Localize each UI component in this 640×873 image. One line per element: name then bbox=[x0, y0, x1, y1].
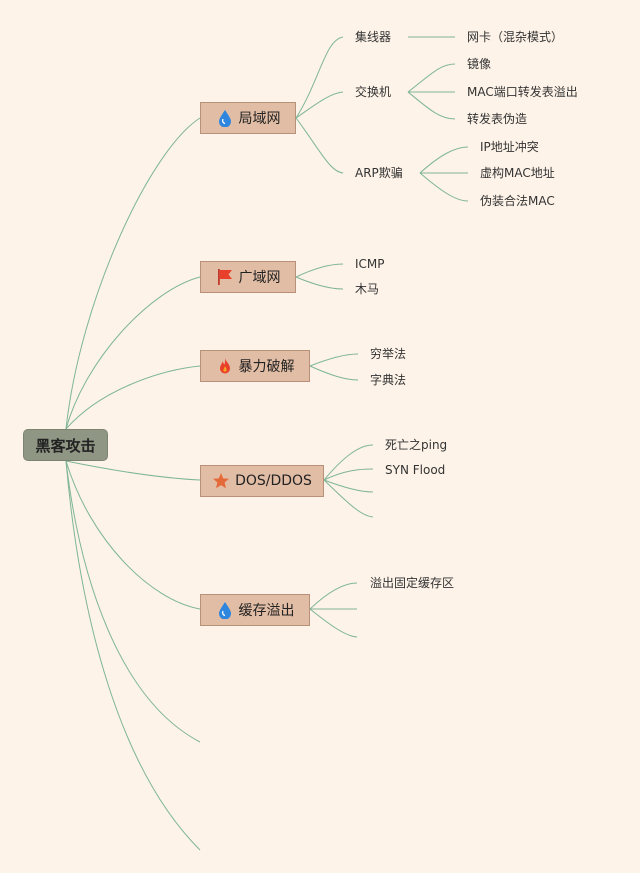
water-drop-icon bbox=[218, 110, 231, 127]
root-node[interactable]: 黑客攻击 bbox=[23, 429, 108, 461]
connector-lan-hub bbox=[295, 36, 344, 119]
connector-brute-dictionary bbox=[309, 365, 359, 381]
connector-dos-empty-2 bbox=[323, 479, 374, 518]
red-flag-icon bbox=[217, 269, 232, 285]
connector-switch-forge bbox=[407, 91, 456, 120]
connector-dos-syn bbox=[323, 468, 374, 481]
connector-root-wan bbox=[65, 276, 201, 430]
root-label: 黑客攻击 bbox=[35, 436, 96, 455]
branch-buffer-overflow-label: 缓存溢出 bbox=[238, 603, 295, 619]
node-trojan[interactable]: 木马 bbox=[355, 282, 380, 296]
branch-lan[interactable]: 局域网 bbox=[200, 102, 296, 134]
branch-brute-force-label: 暴力破解 bbox=[238, 359, 295, 375]
connector-root-empty-1 bbox=[65, 460, 201, 743]
node-fixed-buffer-overflow[interactable]: 溢出固定缓存区 bbox=[370, 576, 455, 590]
node-hub[interactable]: 集线器 bbox=[355, 30, 392, 44]
connector-root-overflow bbox=[65, 460, 201, 610]
node-fake-mac[interactable]: 虚构MAC地址 bbox=[480, 166, 555, 180]
branch-dos[interactable]: DOS/DDOS bbox=[200, 465, 324, 497]
node-exhaustive-search[interactable]: 穷举法 bbox=[370, 347, 407, 361]
connector-lan-switch bbox=[295, 91, 344, 119]
node-ip-conflict[interactable]: IP地址冲突 bbox=[480, 140, 539, 154]
branch-wan-label: 广域网 bbox=[238, 270, 281, 286]
connector-root-dos bbox=[65, 460, 201, 481]
node-syn-flood[interactable]: SYN Flood bbox=[385, 463, 446, 477]
node-switch[interactable]: 交换机 bbox=[355, 85, 392, 99]
connector-arp-ip bbox=[419, 146, 469, 174]
node-legit-mac-disguise[interactable]: 伪装合法MAC bbox=[480, 194, 555, 208]
branch-lan-label: 局域网 bbox=[238, 111, 281, 127]
connector-wan-icmp bbox=[295, 263, 344, 278]
connector-root-lan bbox=[65, 117, 201, 430]
connector-wan-trojan bbox=[295, 276, 344, 290]
node-icmp[interactable]: ICMP bbox=[355, 257, 385, 271]
connector-root-brute bbox=[65, 365, 201, 430]
node-mac-table-overflow[interactable]: MAC端口转发表溢出 bbox=[467, 85, 578, 99]
branch-wan[interactable]: 广域网 bbox=[200, 261, 296, 293]
connector-brute-exhaustive bbox=[309, 353, 359, 367]
connector-overflow-fixed bbox=[309, 582, 358, 610]
connector-overflow-empty-2 bbox=[309, 608, 358, 638]
water-drop-icon bbox=[218, 602, 231, 619]
connector-root-empty-2 bbox=[65, 460, 201, 851]
node-dictionary-attack[interactable]: 字典法 bbox=[370, 373, 407, 387]
connector-dos-empty-1 bbox=[323, 479, 374, 493]
node-arp-spoofing[interactable]: ARP欺骗 bbox=[355, 166, 403, 180]
connector-arp-legit-mac bbox=[419, 172, 469, 202]
node-ping-of-death[interactable]: 死亡之ping bbox=[385, 438, 448, 452]
star-icon bbox=[213, 473, 230, 489]
node-mirror[interactable]: 镜像 bbox=[467, 57, 492, 71]
branch-buffer-overflow[interactable]: 缓存溢出 bbox=[200, 594, 310, 626]
branch-dos-label: DOS/DDOS bbox=[235, 473, 312, 489]
connector-lan-arp bbox=[295, 117, 344, 174]
connector-dos-ping bbox=[323, 444, 374, 481]
node-nic-promiscuous[interactable]: 网卡（混杂模式） bbox=[467, 30, 564, 44]
branch-brute-force[interactable]: 暴力破解 bbox=[200, 350, 310, 382]
connector-switch-mirror bbox=[407, 63, 456, 93]
node-forwarding-table-forgery[interactable]: 转发表伪造 bbox=[467, 112, 528, 126]
fire-icon bbox=[219, 358, 230, 374]
